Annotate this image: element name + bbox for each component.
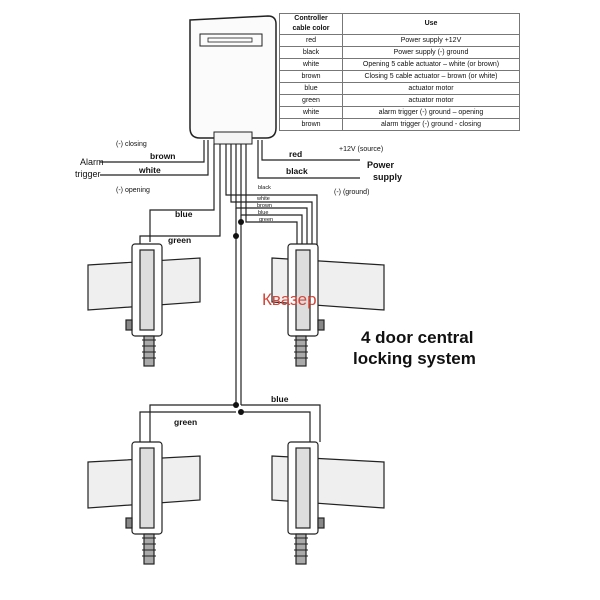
actuator-front-left [87, 243, 201, 367]
header-cable-color-line-2: cable color [292, 25, 330, 32]
header-cable-color-line-1: Controller [294, 15, 328, 22]
junction-dots [233, 219, 244, 415]
power-supply-label-1: Power [367, 160, 395, 170]
alarm-trigger-label-2: trigger [75, 169, 101, 179]
use-cell: Power supply (-) ground [342, 46, 520, 59]
cable-color-cell: green [279, 94, 343, 107]
header-use: Use [342, 13, 520, 35]
small-white-label: white [256, 196, 270, 202]
cable-color-cell: brown [279, 70, 343, 83]
use-cell: actuator motor [342, 82, 520, 95]
red-label: red [289, 149, 302, 159]
table-header-row: Controller cable color Use [279, 13, 520, 35]
small-green-label: green [259, 217, 273, 223]
blue-label-bottom: blue [271, 394, 289, 404]
use-cell: Closing 5 cable actuator – brown (or whi… [342, 70, 520, 83]
blue-label-top: blue [175, 209, 193, 219]
use-cell: Power supply +12V [342, 34, 520, 47]
green-label-top: green [168, 235, 191, 245]
cable-color-cell: red [279, 34, 343, 47]
title-line-1: 4 door central [361, 328, 473, 347]
white-label-left: white [138, 165, 161, 175]
header-cable-color: Controller cable color [279, 13, 343, 35]
opening-label: (-) opening [116, 187, 150, 194]
cable-color-cell: brown [279, 118, 343, 131]
use-cell: alarm trigger (-) ground - closing [342, 118, 520, 131]
ground-label: (-) (ground) [334, 189, 369, 196]
cable-color-cell: white [279, 58, 343, 71]
brown-label-left: brown [150, 151, 176, 161]
small-blue-label: blue [258, 210, 268, 216]
small-black-label: black [258, 185, 271, 191]
controller-cables [100, 140, 360, 445]
green-label-bottom: green [174, 417, 197, 427]
closing-label: (-) closing [116, 141, 147, 148]
title-line-2: locking system [353, 349, 476, 368]
use-cell: actuator motor [342, 94, 520, 107]
use-cell: Opening 5 cable actuator – white (or bro… [342, 58, 520, 71]
source-label: +12V (source) [339, 146, 383, 153]
actuator-rear-left [87, 441, 201, 565]
watermark: Квазер [262, 290, 317, 309]
black-label-right: black [286, 166, 308, 176]
power-supply-label-2: supply [373, 172, 402, 182]
actuator-front-right [271, 243, 385, 367]
alarm-trigger-label-1: Alarm [80, 157, 104, 167]
use-cell: alarm trigger (-) ground – opening [342, 106, 520, 119]
small-brown-label: brown [257, 203, 272, 209]
cable-color-cell: blue [279, 82, 343, 95]
cable-color-cell: black [279, 46, 343, 59]
controller-unit [189, 15, 277, 145]
actuator-rear-right [271, 441, 385, 565]
cable-color-cell: white [279, 106, 343, 119]
